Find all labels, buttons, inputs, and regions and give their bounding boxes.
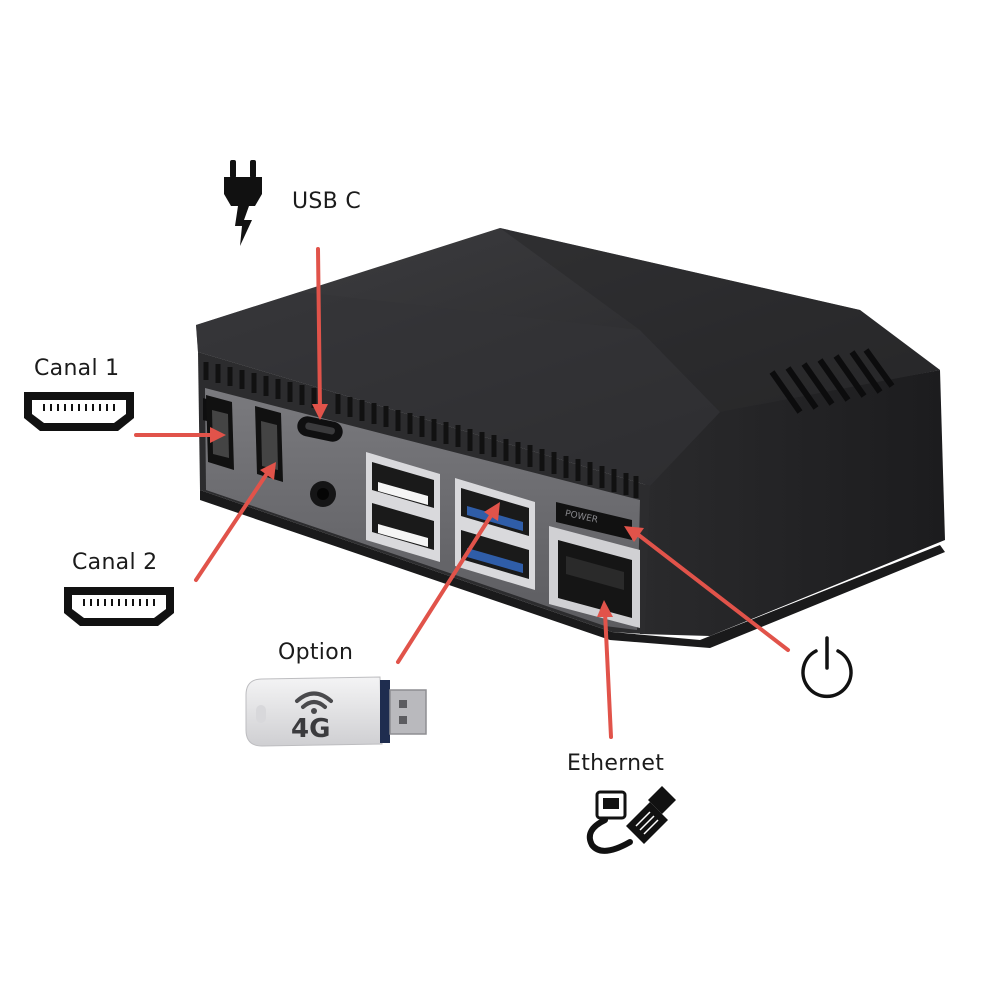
power-plug-icon — [224, 160, 262, 246]
ethernet-label: Ethernet — [567, 751, 665, 776]
power-symbol-icon — [801, 636, 853, 699]
side-vents — [769, 348, 895, 414]
audio-jack[interactable] — [310, 481, 336, 507]
arrow-usb-c — [312, 247, 328, 420]
ethernet-cable-icon — [586, 786, 676, 854]
usb2-ports[interactable] — [366, 452, 440, 562]
hdmi-port-icon — [64, 587, 174, 626]
arrow-canal-2 — [194, 462, 276, 582]
dongle-4g-text: 4G — [291, 714, 330, 744]
power-button[interactable]: POWER — [556, 502, 632, 540]
usb-4g-dongle-icon: 4G — [245, 676, 427, 747]
usb-c-port[interactable] — [295, 414, 344, 443]
canal-2-label: Canal 2 — [72, 550, 158, 575]
canal-1-label: Canal 1 — [34, 356, 120, 381]
front-vents — [203, 398, 207, 421]
ethernet-port[interactable] — [549, 526, 640, 628]
arrow-canal-1 — [134, 427, 226, 443]
hdmi-port-2[interactable] — [255, 406, 283, 482]
front-vent-slots — [203, 362, 639, 498]
arrow-option — [396, 502, 500, 664]
arrow-ethernet — [597, 600, 613, 739]
usb-c-label: USB C — [292, 189, 362, 214]
arrow-power — [624, 526, 790, 652]
option-label: Option — [278, 640, 354, 665]
pointer-arrows — [134, 247, 790, 739]
hdmi-port-icon — [24, 392, 134, 431]
